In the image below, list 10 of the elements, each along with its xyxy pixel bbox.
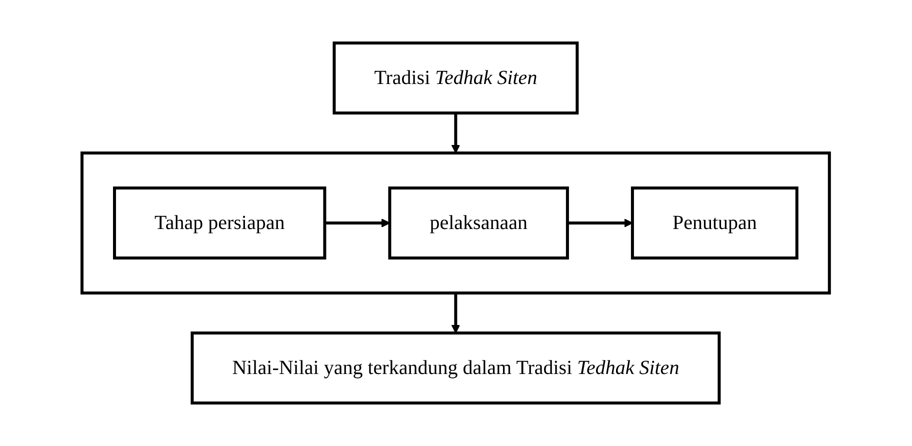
node-box: Nilai-Nilai yang terkandung dalam Tradisi Tedhak Siten: [191, 332, 721, 404]
node-box: Tahap persiapan: [113, 186, 327, 260]
node-box: Tradisi Tedhak Siten: [333, 42, 579, 114]
arrow: [452, 113, 460, 154]
cluster: [80, 152, 832, 294]
arrow: [452, 293, 460, 334]
arrow: [325, 218, 390, 228]
node-box: pelaksanaan: [388, 186, 570, 260]
node-box: Penutupan: [631, 186, 799, 260]
arrow: [568, 218, 634, 228]
